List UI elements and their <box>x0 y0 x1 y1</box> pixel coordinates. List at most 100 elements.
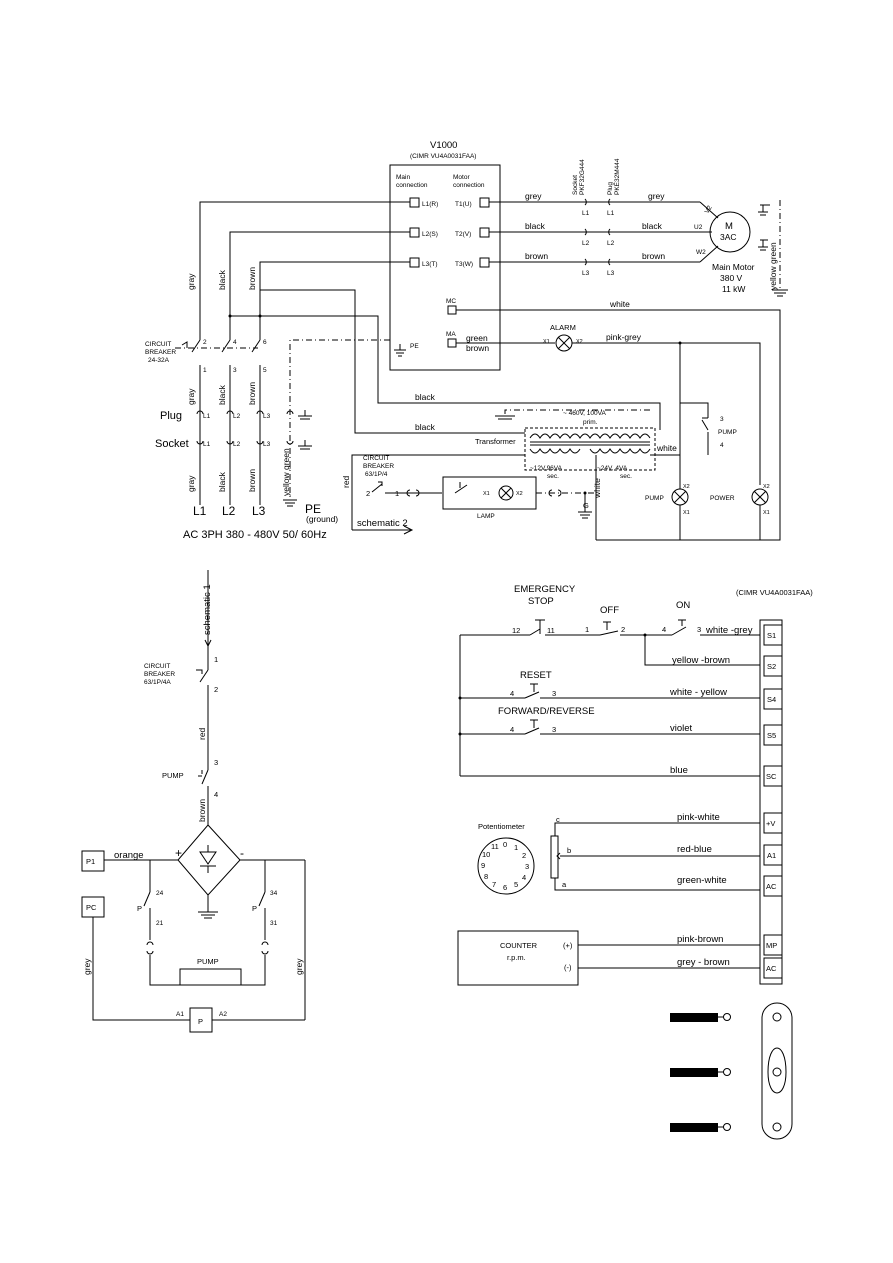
reset-pin-4: 4 <box>510 689 514 698</box>
dial-0: 0 <box>503 840 507 849</box>
conn-l3-b: L3 <box>607 270 615 277</box>
wire-label-mp: pink-brown <box>677 934 723 945</box>
estop-switch[interactable] <box>529 619 545 636</box>
socket-model: PKF32G444 <box>579 159 586 195</box>
cb-pin-4: 4 <box>233 339 237 346</box>
pe-ground-label: (ground) <box>306 514 338 524</box>
terminal-s2 <box>763 655 783 677</box>
pressure-switch-label: P <box>198 1017 203 1026</box>
terminal-label-s2: S2 <box>767 662 776 671</box>
power-lamp-x2: X2 <box>763 484 770 490</box>
contact-31: 31 <box>270 920 278 927</box>
terminal-l3-label: L3(T) <box>422 261 438 268</box>
wire-black-trafo-2: black <box>415 422 436 432</box>
socket-text: Socket <box>155 438 189 450</box>
wire-gray-mid: gray <box>186 388 196 405</box>
terminal-t1 <box>479 197 490 208</box>
power-schematic: V1000 (CIMR VU4A0031FAA) Main connection… <box>145 140 788 541</box>
off-pin-1: 1 <box>585 625 589 634</box>
wire-brown-mid: brown <box>247 382 257 405</box>
pump-switch <box>198 769 209 785</box>
pump-breaker <box>196 669 209 683</box>
reset-switch[interactable] <box>524 683 540 699</box>
wire-black-trafo-1: black <box>415 392 436 402</box>
terminal-label-ac-1: AC <box>766 882 777 891</box>
supply-l3: L3 <box>252 504 266 518</box>
plug-model: PKE32M444 <box>614 158 621 195</box>
dial-6: 6 <box>503 883 507 892</box>
motor-power: 11 kW <box>722 284 745 294</box>
fwdrev-label: FORWARD/REVERSE <box>498 706 595 717</box>
supply-l2: L2 <box>222 504 236 518</box>
pin-l3-plug: L3 <box>263 413 271 420</box>
pressure-a1: A1 <box>176 1011 184 1018</box>
terminal-sc <box>763 765 783 787</box>
terminal-pe-label: PE <box>410 343 419 350</box>
reset-pin-3: 3 <box>552 689 556 698</box>
supply-l1: L1 <box>193 504 207 518</box>
ground-g: G <box>583 501 589 510</box>
wire-black-out: black <box>525 221 546 231</box>
rectifier-bridge <box>177 824 241 896</box>
lamp-x1: X1 <box>483 491 490 497</box>
cb-pin-6: 6 <box>263 339 267 346</box>
wire-green: green <box>466 333 488 343</box>
trafo-prim-label: prim. <box>583 419 598 426</box>
pump-sw-pin-4: 4 <box>214 790 218 799</box>
pump-cb-label-2: BREAKER <box>144 671 175 678</box>
rectifier-minus: - <box>240 846 244 860</box>
dial-11: 11 <box>491 842 499 851</box>
power-lamp-x1: X1 <box>763 510 770 516</box>
supply-spec: AC 3PH 380 - 480V 50/ 60Hz <box>183 529 327 541</box>
conn-l1-a: L1 <box>582 210 590 217</box>
wire-brown-out: brown <box>525 251 548 261</box>
terminal-s1 <box>763 624 783 646</box>
dial-4: 4 <box>522 873 526 882</box>
trafo-sec2-spec: ~24V, 4VA <box>597 465 628 472</box>
motor-voltage: 380 V <box>720 273 743 283</box>
pot-pin-a: a <box>562 880 567 889</box>
wire-grey-left: grey <box>82 958 92 975</box>
motor-w2: W2 <box>696 249 706 256</box>
off-switch[interactable] <box>599 621 619 636</box>
pump-cb-pin-1: 1 <box>214 655 218 664</box>
terminal-s4 <box>763 688 783 710</box>
terminal-ac-2 <box>763 957 783 979</box>
power-lamp-label: POWER <box>710 495 735 502</box>
terminal-t2-label: T2(V) <box>455 231 471 238</box>
terminal-a1 <box>763 844 783 866</box>
estop-pin-12: 12 <box>512 626 520 635</box>
contact-p-right: P <box>252 904 257 913</box>
wire-gray-top: gray <box>186 273 196 290</box>
dial-3: 3 <box>525 862 529 871</box>
fwdrev-switch[interactable] <box>524 719 540 735</box>
pump-motor-label: PUMP <box>197 957 219 966</box>
wire-label-a1: red-blue <box>677 844 712 855</box>
wire-white-sec: white <box>592 478 602 499</box>
socket-label: Socket <box>572 175 579 195</box>
cb-main-label: CIRCUIT <box>145 341 171 348</box>
on-switch[interactable] <box>671 619 687 636</box>
trafo-prim-spec: ~ 460V, 100VA <box>563 410 606 417</box>
off-pin-2: 2 <box>621 625 625 634</box>
transformer-box <box>524 427 656 471</box>
estop-pin-11: 11 <box>547 626 555 635</box>
terminal-label-ac-2: AC <box>766 964 777 973</box>
inverter-model: (CIMR VU4A0031FAA) <box>410 153 476 160</box>
dial-5: 5 <box>514 880 518 889</box>
estop-label: EMERGENCY <box>514 584 576 595</box>
terminal-mp <box>763 934 783 956</box>
rectifier-plus: + <box>175 846 182 860</box>
wire-red-pump: red <box>197 727 207 740</box>
pump-schematic: schematic 1 1 CIRCUIT BREAKER 63/1P/4A 2… <box>81 570 306 1033</box>
control-schematic: (CIMR VU4A0031FAA) EMERGENCY STOP OFF ON… <box>457 584 813 1140</box>
wire-label-plusv: pink-white <box>677 812 720 823</box>
cb-small-rating: 63/1P/4 <box>365 471 388 478</box>
potentiometer-dial[interactable] <box>477 837 535 895</box>
terminal-l1 <box>409 197 420 208</box>
wire-grey-out: grey <box>525 191 542 201</box>
wire-label-s2: yellow -brown <box>672 655 730 666</box>
main-breaker <box>175 339 261 353</box>
plug-socket-pins <box>196 410 294 445</box>
